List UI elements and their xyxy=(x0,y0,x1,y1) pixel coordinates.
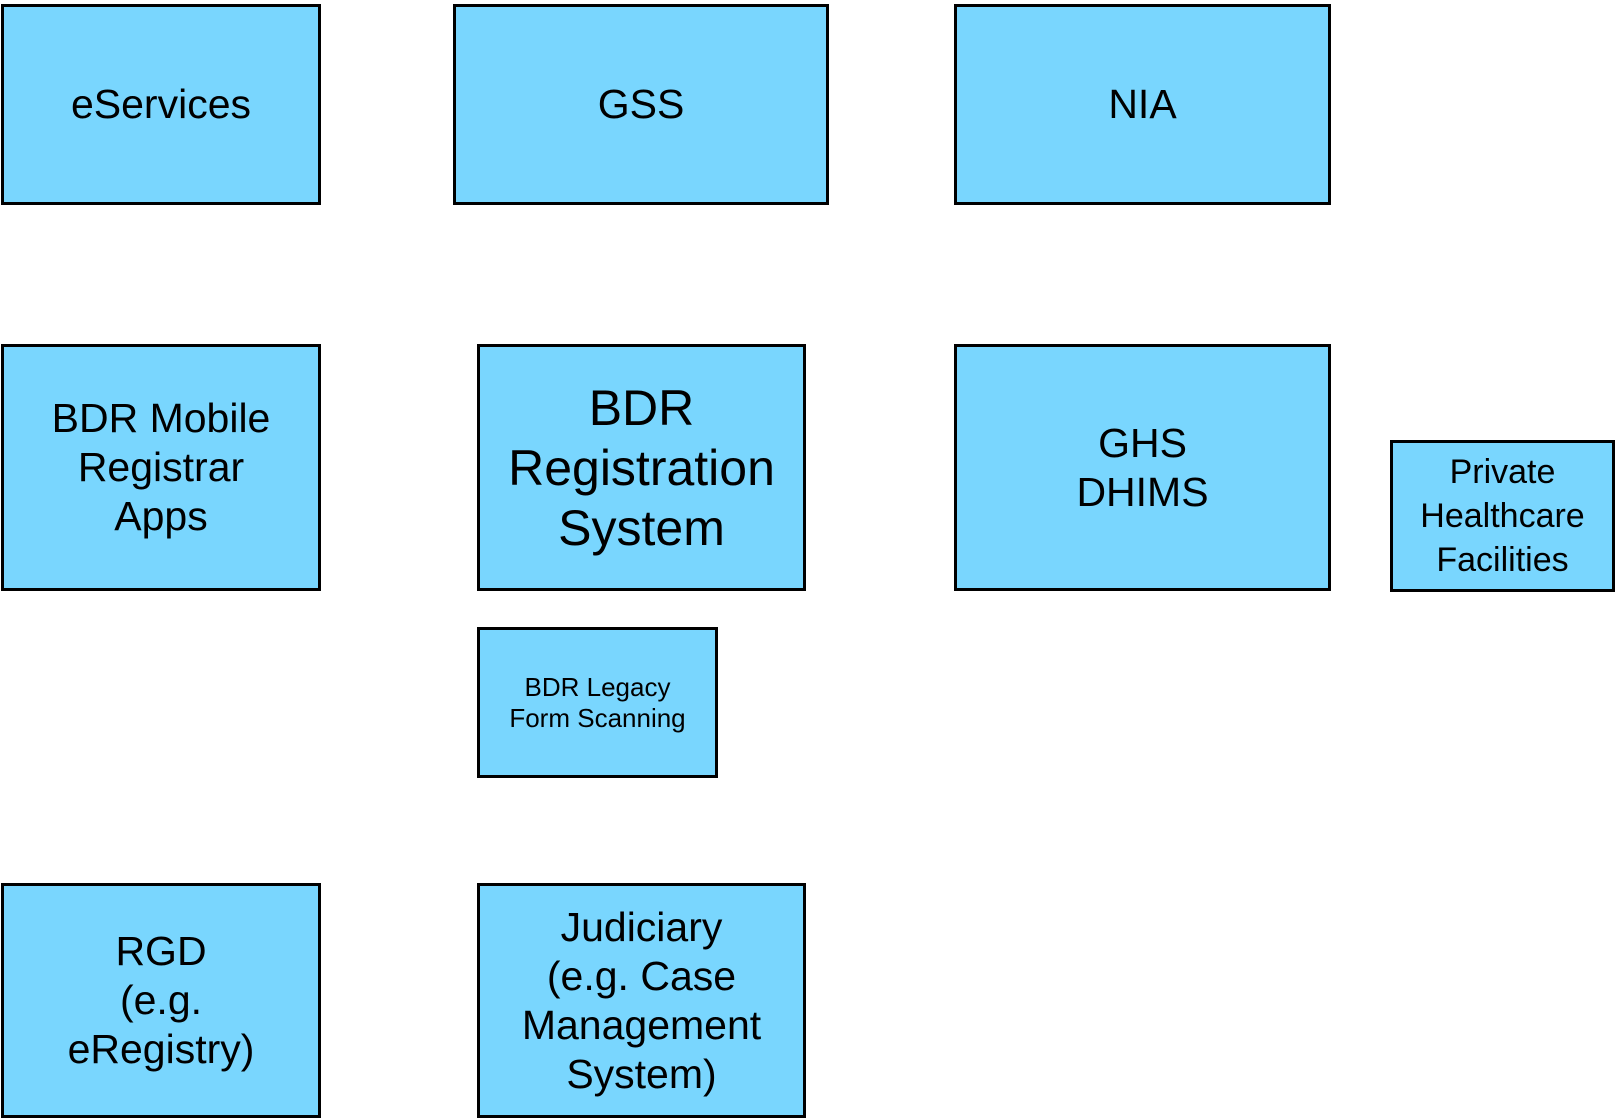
node-gss: GSS xyxy=(453,4,829,205)
node-eservices: eServices xyxy=(1,4,321,205)
node-bdr-legacy-form-scanning-label: BDR Legacy Form Scanning xyxy=(509,671,686,733)
node-eservices-label: eServices xyxy=(70,81,251,127)
node-private-healthcare-facilities-label: Private Healthcare Facilities xyxy=(1420,453,1585,579)
node-nia: NIA xyxy=(954,4,1331,205)
node-private-healthcare-facilities: Private Healthcare Facilities xyxy=(1390,440,1615,592)
node-nia-label: NIA xyxy=(1108,81,1177,127)
node-bdr-mobile-registrar-apps: BDR Mobile Registrar Apps xyxy=(1,344,321,591)
node-bdr-legacy-form-scanning: BDR Legacy Form Scanning xyxy=(477,627,718,778)
node-rgd-label: RGD (e.g. eRegistry) xyxy=(67,928,255,1072)
node-gss-label: GSS xyxy=(597,81,685,127)
node-ghs-dhims-label: GHS DHIMS xyxy=(1076,419,1209,515)
node-bdr-mobile-registrar-apps-label: BDR Mobile Registrar Apps xyxy=(51,395,271,539)
node-judiciary: Judiciary (e.g. Case Management System) xyxy=(477,883,806,1118)
node-ghs-dhims: GHS DHIMS xyxy=(954,344,1331,591)
node-bdr-registration-system-label: BDR Registration System xyxy=(508,379,775,556)
node-judiciary-label: Judiciary (e.g. Case Management System) xyxy=(521,903,762,1097)
node-bdr-registration-system: BDR Registration System xyxy=(477,344,806,591)
node-rgd: RGD (e.g. eRegistry) xyxy=(1,883,321,1118)
